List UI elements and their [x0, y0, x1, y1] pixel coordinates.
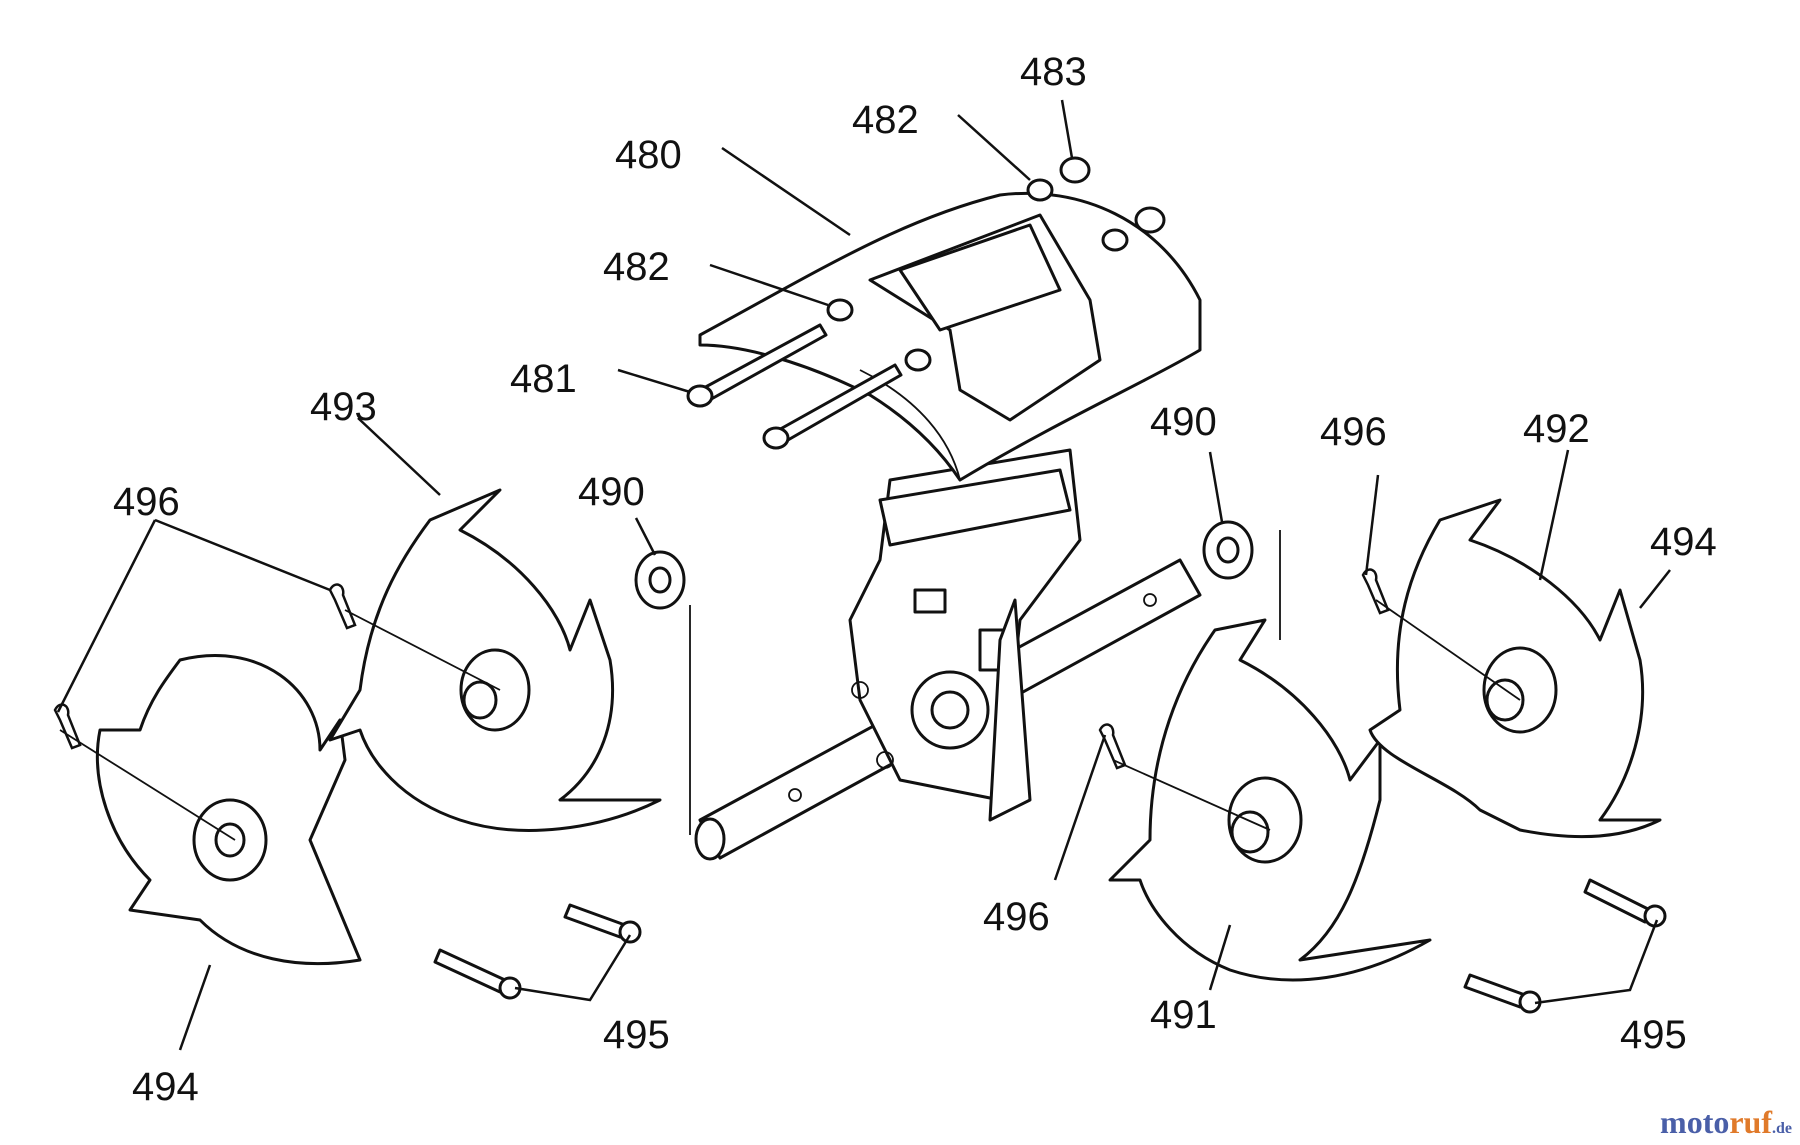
leader-lines: [56, 99, 1671, 1051]
right-outer-tine: [1368, 498, 1662, 839]
label-482-left: 482: [603, 245, 670, 289]
watermark-text-moto: moto: [1660, 1104, 1730, 1140]
label-482-top: 482: [852, 98, 919, 142]
label-490-left: 490: [578, 470, 645, 514]
gearbox-housing: [848, 448, 1082, 822]
right-inner-tine: [1108, 618, 1432, 982]
left-inner-tine: [328, 488, 662, 832]
watermark-text-tld: .de: [1772, 1120, 1792, 1137]
tine-shield: [698, 191, 1202, 482]
watermark-logo: motoruf.de: [1660, 1104, 1792, 1141]
label-496-right: 496: [1320, 410, 1387, 454]
label-492: 492: [1523, 407, 1590, 451]
label-496-center: 496: [983, 895, 1050, 939]
washers-and-nuts: [826, 156, 1166, 372]
shield-bolts: [686, 323, 903, 450]
label-490-right: 490: [1150, 400, 1217, 444]
label-495-right: 495: [1620, 1013, 1687, 1057]
left-outer-tine: [96, 654, 362, 966]
label-493: 493: [310, 385, 377, 429]
label-491: 491: [1150, 993, 1217, 1037]
label-494-left: 494: [132, 1065, 199, 1109]
clevis-pins: [433, 878, 1667, 1014]
watermark-text-ruf: ruf: [1729, 1104, 1772, 1140]
label-494-right: 494: [1650, 520, 1717, 564]
label-480: 480: [615, 133, 682, 177]
label-481: 481: [510, 357, 577, 401]
label-495-left: 495: [603, 1013, 670, 1057]
label-483: 483: [1020, 50, 1087, 94]
spacer-washers: [634, 520, 1254, 610]
label-496-left: 496: [113, 480, 180, 524]
